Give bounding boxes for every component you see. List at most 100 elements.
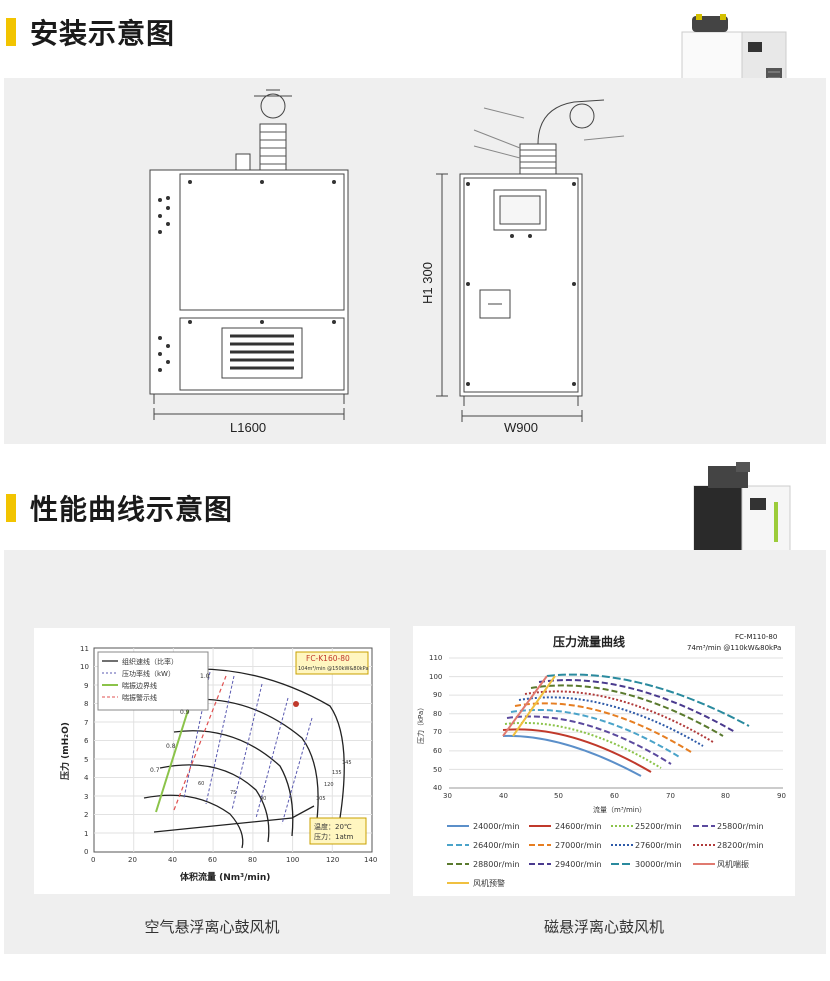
left-legend-item: 喘振边界线 — [122, 681, 157, 690]
left-power-label: 105 — [316, 796, 326, 802]
right-legend-item: 26400r/min — [473, 841, 520, 850]
right-legend-item: 24000r/min — [473, 822, 520, 831]
left-model-badge: FC-K160-80 104m³/min @150kW&80kPa — [295, 651, 369, 675]
left-x-tick: 60 — [208, 856, 217, 864]
side-view — [436, 99, 625, 422]
right-model: FC-M110-80 — [735, 633, 777, 641]
right-surge-line — [502, 675, 548, 737]
right-legend-item: 风机喘振 — [717, 859, 749, 869]
left-x-tick: 120 — [326, 856, 339, 864]
width-label: W900 — [504, 420, 538, 435]
front-view — [149, 89, 349, 420]
right-legend-item: 25800r/min — [717, 822, 764, 831]
warning-line — [173, 675, 227, 811]
left-y-tick: 9 — [84, 682, 88, 690]
left-note-pressure: 压力：1atm — [314, 832, 353, 841]
left-power-label: 90 — [260, 796, 266, 802]
right-legend: 24000r/min 24600r/min 25200r/min 25800r/… — [447, 822, 764, 888]
left-ratio-label: 0.9 — [180, 709, 190, 716]
left-y-axis-label: 压力 (mH₂O) — [59, 722, 71, 780]
left-y-tick: 10 — [80, 663, 89, 671]
left-x-tick: 80 — [248, 856, 257, 864]
right-legend-item: 24600r/min — [555, 822, 602, 831]
right-x-tick: 90 — [777, 792, 786, 800]
left-x-axis-label: 体积流量 (Nm³/min) — [180, 871, 270, 883]
length-label: L1600 — [230, 420, 266, 435]
right-y-tick: 100 — [429, 673, 442, 681]
right-plot-area — [449, 657, 783, 789]
left-ratio-label: 0.7 — [150, 767, 160, 774]
section-title-curves: 性能曲线示意图 — [30, 493, 234, 526]
right-x-tick: 40 — [499, 792, 508, 800]
left-badge-sub: 104m³/min @150kW&80kPa — [298, 666, 369, 672]
right-y-tick: 110 — [429, 654, 442, 662]
air-bearing-chart: 组织速线（比率） 压功率线（kW） 喘振边界线 喘振警示线 FC-K160-80… — [34, 628, 390, 894]
left-legend-item: 压功率线（kW） — [122, 669, 175, 678]
left-y-tick: 0 — [84, 848, 88, 856]
right-y-tick: 90 — [433, 691, 442, 699]
left-power-label: 75 — [230, 790, 236, 796]
right-x-tick: 60 — [610, 792, 619, 800]
left-y-tick: 2 — [84, 811, 88, 819]
left-legend: 组织速线（比率） 压功率线（kW） 喘振边界线 喘振警示线 — [97, 651, 209, 711]
right-y-tick: 60 — [433, 747, 442, 755]
left-ratio-label: 1.0 — [200, 673, 210, 680]
right-chart-title: 压力流量曲线 — [553, 634, 625, 649]
left-ratio-label: 0.8 — [166, 743, 176, 750]
right-x-axis-label: 流量（m³/min） — [593, 805, 646, 814]
right-legend-item: 风机预警 — [473, 878, 505, 888]
right-x-tick: 50 — [554, 792, 563, 800]
left-power-label: 60 — [198, 781, 204, 787]
right-x-tick: 70 — [666, 792, 675, 800]
left-power-label: 135 — [332, 770, 342, 776]
section-marker — [6, 494, 16, 522]
right-y-tick: 70 — [433, 728, 442, 736]
section-marker — [6, 18, 16, 46]
right-y-tick: 40 — [433, 784, 442, 792]
left-x-tick: 140 — [364, 856, 377, 864]
left-y-tick: 7 — [84, 719, 88, 727]
left-condition-note: 温度：20℃ 压力：1atm — [309, 817, 367, 845]
operating-point — [293, 701, 299, 707]
left-legend-item: 组织速线（比率） — [122, 657, 178, 666]
right-warning-line — [512, 675, 556, 737]
left-y-tick: 8 — [84, 700, 88, 708]
left-y-tick: 5 — [84, 756, 88, 764]
install-panel: L1600 W900 H1 300 — [4, 78, 826, 444]
right-x-tick: 30 — [443, 792, 452, 800]
maglev-chart: 压力流量曲线 FC-M110-80 74m³/min @110kW&80kPa — [413, 626, 795, 896]
right-model-sub: 74m³/min @110kW&80kPa — [687, 644, 781, 652]
section-header-install: 安装示意图 — [6, 12, 175, 52]
left-x-tick: 100 — [286, 856, 299, 864]
right-legend-item: 27000r/min — [555, 841, 602, 850]
right-chart-caption: 磁悬浮离心鼓风机 — [543, 918, 664, 936]
left-chart-caption: 空气悬浮离心鼓风机 — [144, 918, 280, 936]
left-y-tick: 11 — [80, 645, 89, 653]
left-note-temp: 温度：20℃ — [314, 822, 352, 831]
height-label: H1 300 — [420, 262, 435, 304]
right-y-tick: 50 — [433, 766, 442, 774]
right-legend-item: 27600r/min — [635, 841, 682, 850]
section-title-install: 安装示意图 — [30, 17, 176, 50]
left-y-tick: 1 — [84, 830, 88, 838]
left-power-label: 145 — [342, 760, 352, 766]
left-badge-title: FC-K160-80 — [306, 654, 350, 663]
left-power-label: 120 — [324, 782, 334, 788]
install-drawing: L1600 W900 H1 300 — [149, 89, 625, 435]
right-legend-item: 28200r/min — [717, 841, 764, 850]
left-speed-curves — [143, 668, 345, 849]
left-y-tick: 6 — [84, 737, 89, 745]
right-y-axis-label: 压力（kPa） — [416, 704, 425, 744]
left-y-tick: 4 — [84, 774, 89, 782]
section-header-curves: 性能曲线示意图 — [6, 488, 233, 528]
left-y-tick: 3 — [84, 793, 88, 801]
left-x-tick: 40 — [168, 856, 177, 864]
right-legend-item: 29400r/min — [555, 860, 602, 869]
right-legend-item: 25200r/min — [635, 822, 682, 831]
left-x-tick: 20 — [128, 856, 137, 864]
right-curves — [502, 673, 750, 777]
right-x-tick: 80 — [721, 792, 730, 800]
left-legend-item: 喘振警示线 — [122, 693, 157, 702]
left-x-tick: 0 — [91, 856, 95, 864]
right-y-tick: 80 — [433, 710, 442, 718]
